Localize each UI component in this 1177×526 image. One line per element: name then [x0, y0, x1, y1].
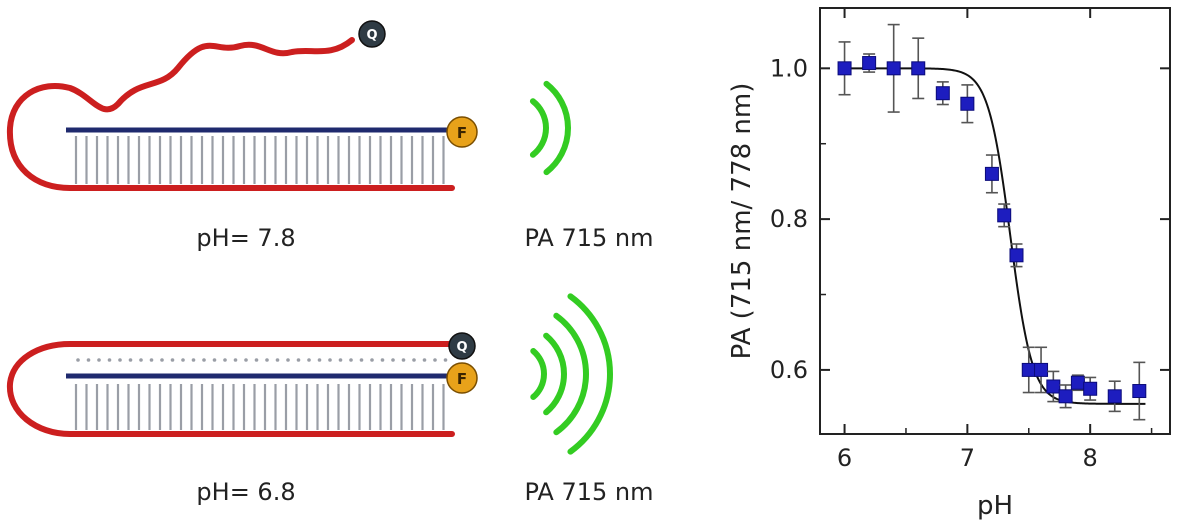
hoogsteen-dot — [443, 358, 448, 362]
hoogsteen-dot — [412, 358, 416, 362]
hoogsteen-dot — [170, 358, 175, 362]
hoogsteen-dot — [296, 358, 301, 362]
x-tick-label: 6 — [837, 444, 852, 472]
bottom-quencher-icon: Q — [448, 332, 476, 360]
data-point — [1034, 362, 1049, 377]
signal-wave-arc — [543, 80, 571, 176]
hoogsteen-dot — [191, 358, 196, 362]
hoogsteen-dot — [307, 358, 311, 362]
fit-curve — [844, 67, 1146, 405]
data-point — [1132, 384, 1147, 399]
data-point — [886, 61, 901, 76]
hoogsteen-dot — [265, 358, 269, 362]
top-pa-label: PA 715 nm — [524, 224, 653, 252]
hoogsteen-dot — [128, 358, 133, 362]
x-tick-label: 7 — [960, 444, 975, 472]
y-tick-label: 0.8 — [770, 205, 808, 233]
bottom-signal-waves-icon — [530, 293, 613, 455]
hoogsteen-dot — [286, 358, 290, 362]
bottom-quencher-label: Q — [456, 340, 467, 355]
hoogsteen-dot — [139, 358, 143, 362]
hoogsteen-dot — [97, 358, 101, 362]
data-point — [1083, 381, 1098, 396]
hoogsteen-dot — [275, 358, 280, 362]
y-tick-label: 1.0 — [770, 54, 808, 82]
hoogsteen-dot — [107, 358, 112, 362]
top-schematic: Q F pH= 7.8 PA 715 nm — [6, 20, 654, 252]
hoogsteen-dot — [223, 358, 227, 362]
hoogsteen-dot — [401, 358, 406, 362]
data-point — [911, 61, 926, 76]
hoogsteen-dot — [391, 358, 395, 362]
bottom-fluorophore-label: F — [457, 370, 467, 388]
data-point — [1070, 375, 1085, 390]
x-tick-label: 8 — [1083, 444, 1098, 472]
y-axis-label: PA (715 nm/ 778 nm) — [727, 83, 757, 360]
signal-wave-arc — [543, 332, 567, 416]
top-red-strand — [6, 37, 455, 191]
signal-wave-arc — [529, 98, 549, 158]
bottom-ph-label: pH= 6.8 — [196, 478, 295, 506]
hoogsteen-dot — [212, 358, 217, 362]
hoogsteen-dot — [380, 358, 385, 362]
data-point — [1009, 248, 1024, 263]
data-point — [1046, 379, 1061, 394]
bottom-fluorophore-icon: F — [446, 362, 478, 394]
data-point — [984, 166, 999, 181]
hoogsteen-dot — [433, 358, 437, 362]
top-ph-label: pH= 7.8 — [196, 224, 295, 252]
hoogsteen-dot — [86, 358, 91, 362]
x-axis-label: pH — [977, 491, 1013, 521]
data-point — [837, 61, 852, 76]
data-point — [960, 96, 975, 111]
hoogsteen-dot — [370, 358, 374, 362]
top-signal-waves-icon — [529, 80, 571, 176]
data-marks — [837, 23, 1147, 421]
top-base-pairs — [74, 136, 445, 184]
hoogsteen-dot — [149, 358, 154, 362]
hoogsteen-dot — [422, 358, 427, 362]
hoogsteen-dot — [349, 358, 353, 362]
hoogsteen-dot — [181, 358, 185, 362]
hoogsteen-dot — [338, 358, 343, 362]
top-fluorophore-label: F — [457, 124, 467, 142]
ph-response-chart: 6 7 8 0.6 0.8 1.0 pH PA (715 nm/ 778 nm) — [727, 7, 1171, 521]
top-quencher-icon: Q — [358, 20, 386, 48]
signal-wave-arc — [553, 312, 589, 436]
bottom-base-pairs — [74, 384, 445, 430]
plot-frame — [819, 7, 1171, 435]
hoogsteen-dot — [160, 358, 164, 362]
bottom-pa-label: PA 715 nm — [524, 478, 653, 506]
hoogsteen-dot — [328, 358, 332, 362]
data-point — [1107, 389, 1122, 404]
hoogsteen-dot — [359, 358, 364, 362]
bottom-red-strand — [6, 341, 455, 437]
bottom-schematic: Q F pH= 6.8 PA 715 nm — [6, 293, 654, 506]
axis-ticks: 6 7 8 0.6 0.8 1.0 — [770, 8, 1170, 472]
bottom-hoogsteen-dots — [76, 358, 448, 362]
hoogsteen-dot — [118, 358, 122, 362]
data-point — [997, 208, 1012, 223]
top-fluorophore-icon: F — [446, 116, 478, 148]
signal-wave-arc — [567, 293, 613, 455]
data-point — [1058, 389, 1073, 404]
hoogsteen-dot — [244, 358, 248, 362]
data-point — [1021, 362, 1036, 377]
top-quencher-label: Q — [366, 28, 377, 43]
data-point — [862, 56, 877, 71]
signal-wave-arc — [530, 348, 547, 400]
data-point — [935, 86, 950, 101]
hoogsteen-dot — [254, 358, 259, 362]
hoogsteen-dot — [233, 358, 238, 362]
hoogsteen-dot — [76, 358, 80, 362]
hoogsteen-dot — [202, 358, 206, 362]
y-tick-label: 0.6 — [770, 356, 808, 384]
hoogsteen-dot — [317, 358, 322, 362]
